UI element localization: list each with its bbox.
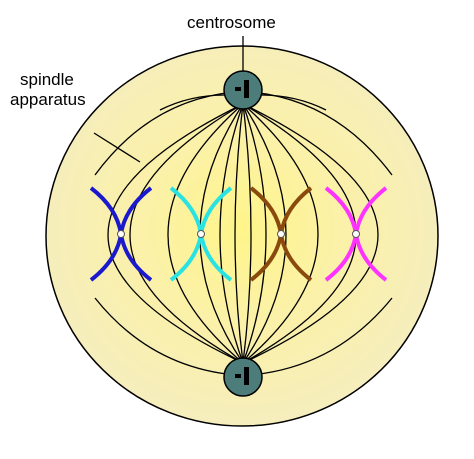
astral-fiber [260, 94, 327, 111]
spindle-fiber [242, 103, 267, 364]
chromosome-arm [279, 186, 313, 235]
centromere [352, 230, 360, 238]
astral-fiber [250, 297, 393, 376]
spindle-fiber [167, 103, 244, 364]
spindle-pointer-line [93, 132, 141, 163]
centromere [117, 230, 125, 238]
centrosome-label: centrosome [187, 13, 276, 32]
spindle-apparatus-label-line2: apparatus [10, 90, 86, 109]
chromosomes [89, 186, 388, 282]
chromosome-cyan [169, 186, 233, 282]
spindle-fiber [107, 103, 244, 364]
chromosome-blue [89, 186, 153, 282]
chromosome-brown [249, 186, 313, 282]
spindle-fiber [129, 103, 244, 364]
spindle-fiber [242, 103, 319, 364]
spindle-fiber [234, 103, 244, 364]
chromosome-arm [354, 186, 388, 235]
spindle-fiber [242, 103, 379, 364]
cell-membrane [45, 45, 439, 427]
astral-fiber [159, 94, 226, 111]
centrosome-bottom [223, 357, 263, 397]
chromosome-arm [279, 233, 313, 282]
centrosome-top [223, 70, 263, 110]
chromosome-arm [119, 233, 153, 282]
centromere [197, 230, 205, 238]
astral-fiber [94, 297, 236, 376]
chromosome-arm [199, 233, 233, 282]
chromosome-arm [354, 233, 388, 282]
chromosome-arm [199, 186, 233, 235]
spindle-fiber [219, 103, 244, 364]
spindle-fiber [242, 103, 287, 364]
spindle-apparatus-label-line1: spindle [20, 70, 74, 89]
centromere [277, 230, 285, 238]
chromosome-magenta [324, 186, 388, 282]
chromosome-arm [119, 186, 153, 235]
spindle-fiber [242, 103, 252, 364]
